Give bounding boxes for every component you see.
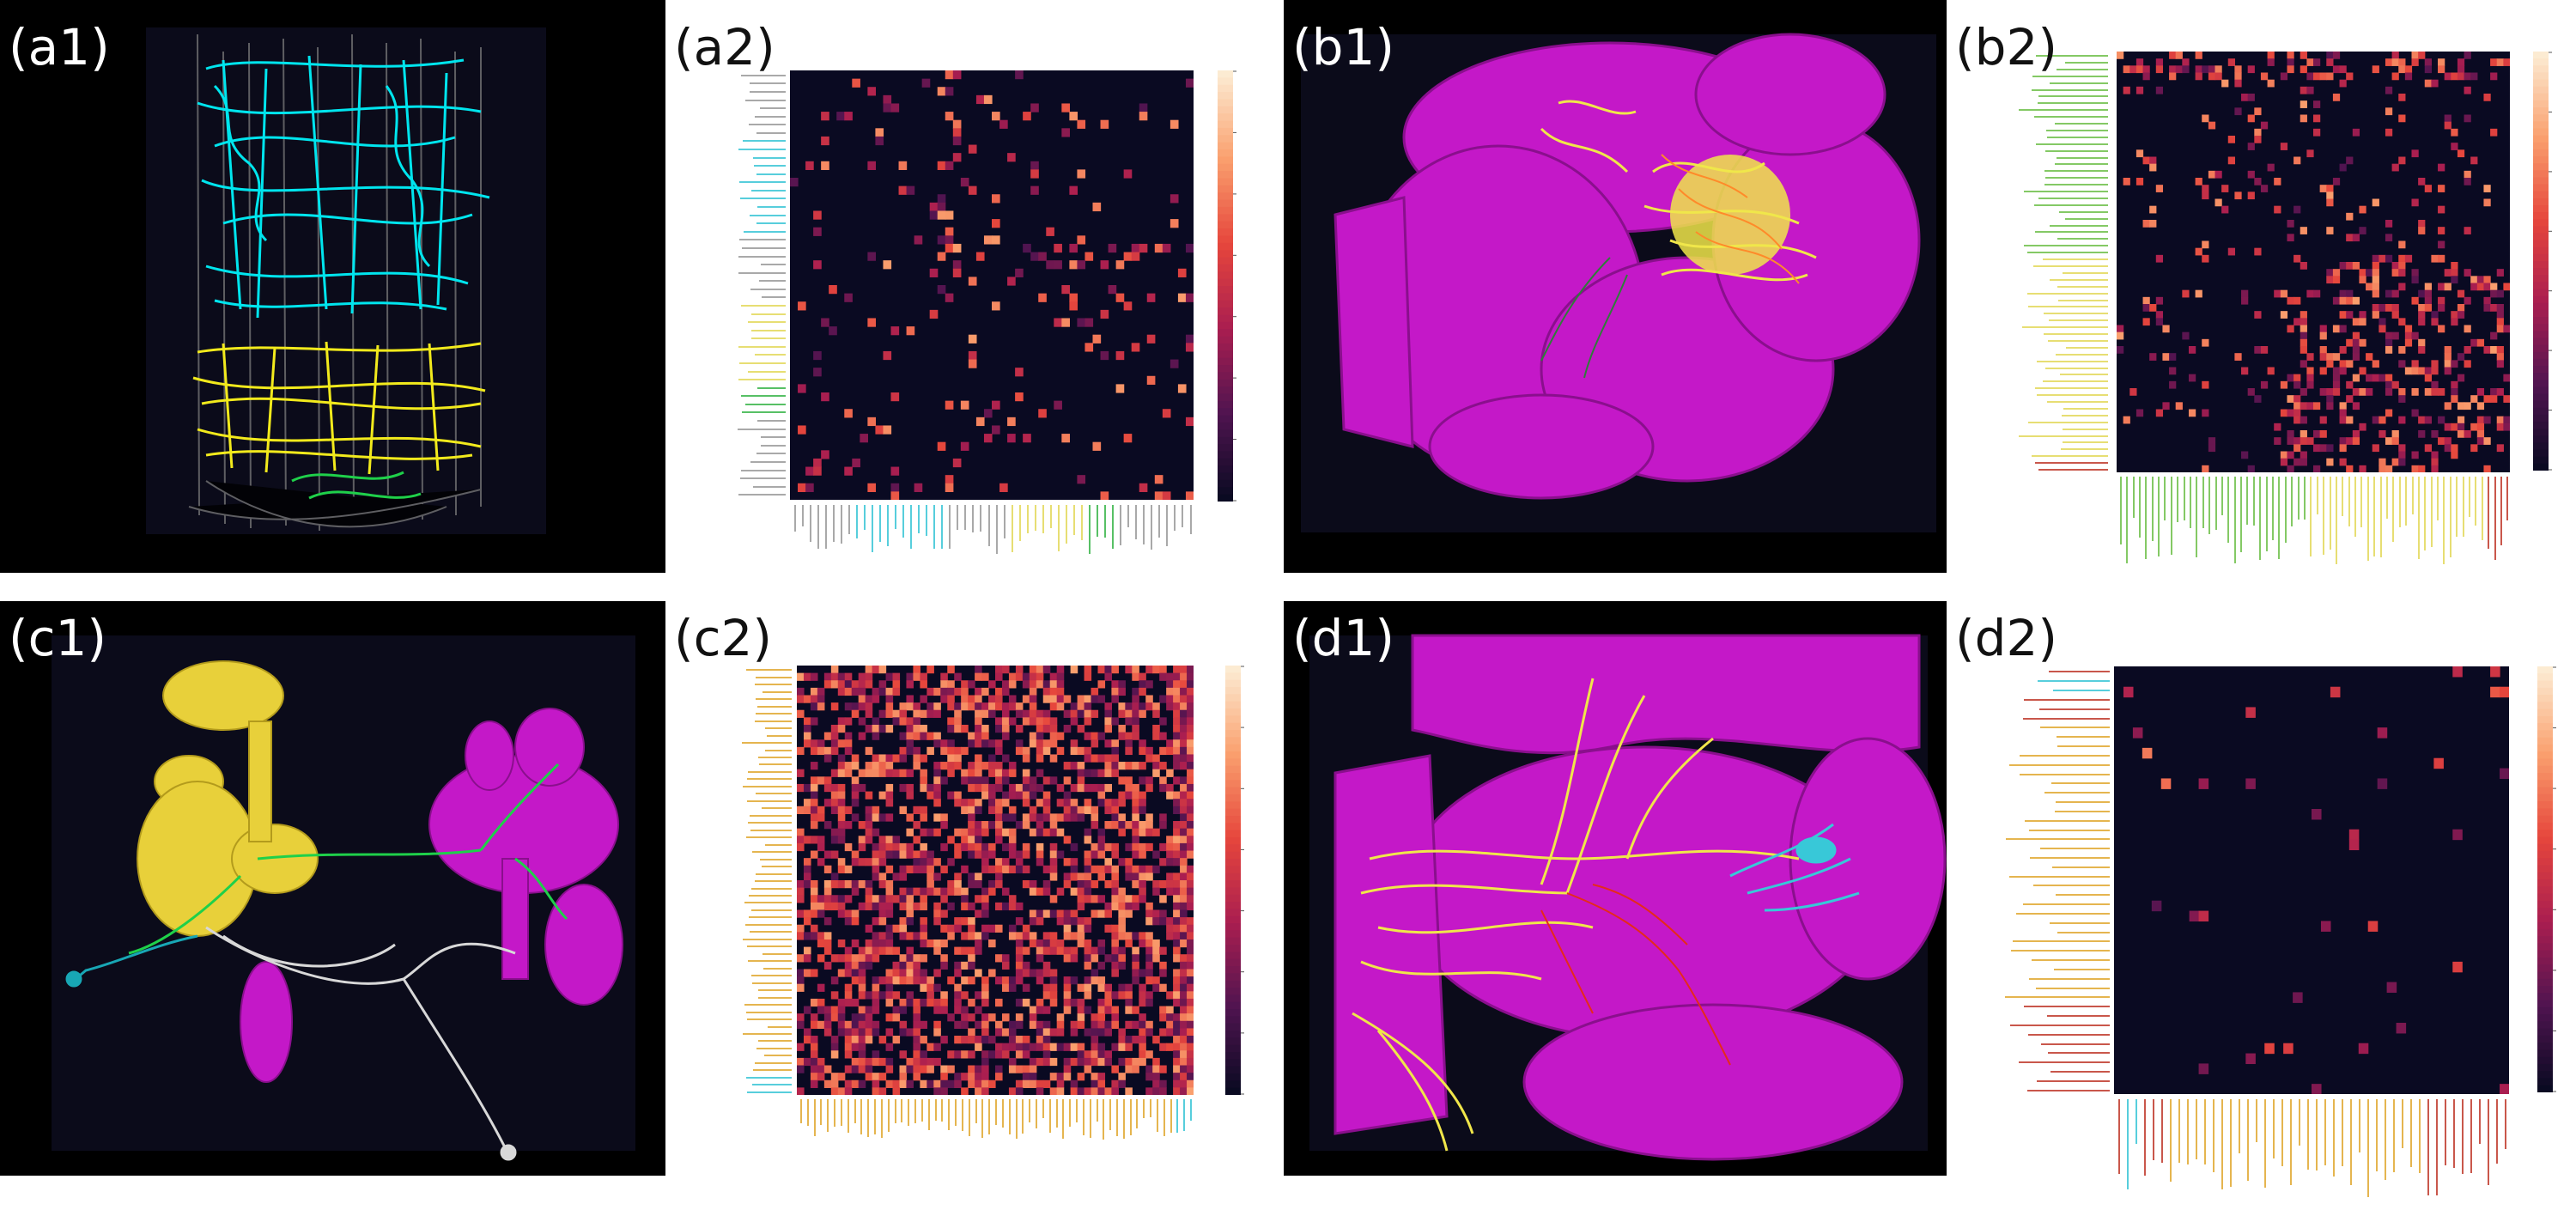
a2-row-labels (734, 70, 786, 498)
c2-connectivity-heatmap (797, 666, 1194, 1095)
a1-neuron-render (146, 27, 546, 534)
c2-row-labels (738, 666, 792, 1095)
panel-b1-render: (b1) (1284, 0, 1947, 573)
b2-row-labels (2014, 52, 2108, 472)
c1-neuron-render (52, 635, 635, 1161)
panel-a1-label: (a1) (9, 18, 110, 76)
panel-c2-label: (c2) (674, 609, 773, 667)
panel-d2-label: (d2) (1955, 609, 2057, 667)
b2-connectivity-heatmap (2117, 52, 2510, 472)
panel-c1-label: (c1) (9, 609, 107, 667)
a2-colorbar (1218, 70, 1252, 502)
b2-colorbar (2533, 52, 2566, 471)
a2-connectivity-heatmap (790, 70, 1194, 500)
d2-row-labels (1996, 666, 2110, 1094)
c2-col-labels (797, 1099, 1194, 1142)
b1-neuron-render (1301, 33, 1936, 532)
d2-colorbar (2537, 666, 2570, 1093)
c2-colorbar (1225, 666, 1260, 1096)
panel-a1-render: (a1) (0, 0, 665, 573)
a2-col-labels (790, 505, 1194, 556)
panel-c2: (c2) (665, 601, 1284, 1176)
panel-a2: (a2) (665, 0, 1284, 573)
b2-col-labels (2117, 477, 2510, 569)
panel-d2: (d2) (1947, 601, 2576, 1176)
panel-b1-label: (b1) (1292, 18, 1394, 76)
panel-c1-render: (c1) (0, 601, 665, 1176)
panel-b2-label: (b2) (1955, 18, 2057, 76)
panel-d1-render: (d1) (1284, 601, 1947, 1176)
d1-neuron-render (1309, 634, 1947, 1161)
d2-connectivity-heatmap (2114, 666, 2509, 1094)
d2-col-labels (2114, 1099, 2509, 1202)
panel-d1-label: (d1) (1292, 609, 1394, 667)
panel-a2-label: (a2) (674, 18, 775, 76)
panel-b2: (b2) (1947, 0, 2576, 573)
